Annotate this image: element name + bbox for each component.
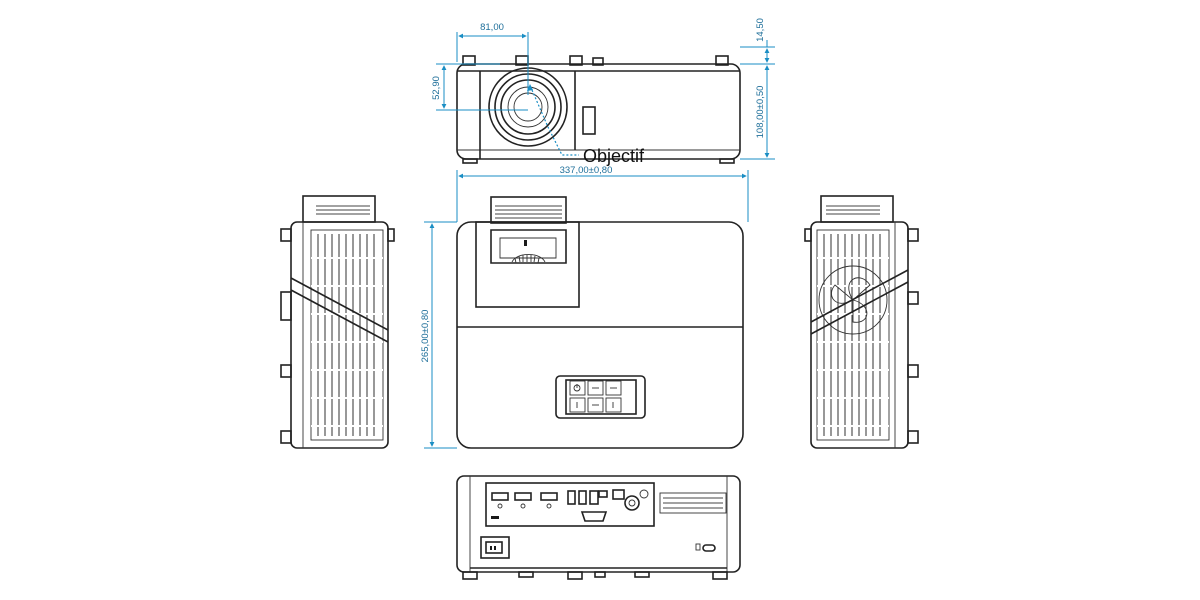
hdmi-port-1 <box>491 492 509 509</box>
fan-icon <box>818 265 888 335</box>
left-side-view <box>280 195 395 449</box>
depth-dimension: 265,00±0,80 <box>420 221 457 449</box>
kensington-lock-icon <box>695 543 716 552</box>
keypad <box>555 375 646 419</box>
lens-callout-label: Objectif <box>583 146 645 166</box>
dim-body-height: 108,00±0,50 <box>755 86 766 139</box>
width-dimension: 337,00±0,80 <box>456 165 749 222</box>
ethernet-port <box>612 489 625 500</box>
rear-view <box>456 475 741 580</box>
front-dimensions: 81,00 52,90 14,50 108,00±0,50 Objectif <box>431 18 775 166</box>
dim-top-height: 14,50 <box>755 18 766 42</box>
dim-lens-offset-x: 81,00 <box>480 22 504 33</box>
dim-width: 337,00±0,80 <box>560 165 613 176</box>
audio-port <box>624 489 649 511</box>
hdmi-port-2 <box>514 492 532 509</box>
hdmi-port-3 <box>540 492 558 509</box>
vga-port <box>580 511 608 522</box>
power-socket-icon <box>480 536 510 559</box>
power-icon <box>573 384 581 392</box>
dim-lens-offset-y: 52,90 <box>431 76 442 100</box>
dim-depth: 265,00±0,80 <box>420 310 431 363</box>
right-side-view <box>804 195 919 449</box>
top-view <box>456 196 744 449</box>
usb-port <box>567 490 608 505</box>
